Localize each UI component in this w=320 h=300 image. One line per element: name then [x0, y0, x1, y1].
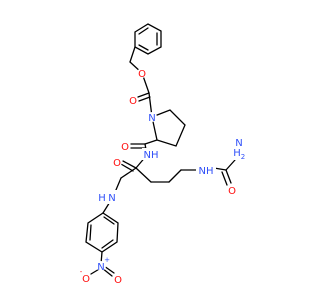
atom-nitro-o-left: O - [80, 268, 91, 285]
atom-mask [128, 95, 138, 105]
oxygen-label: O [228, 186, 236, 197]
atom-mask [96, 261, 106, 271]
atom-carbamate-o: O [128, 95, 138, 107]
atom-pro-n: N [147, 112, 157, 124]
bond-carbamate-co-1 [137, 92, 150, 98]
oxygen-label: O [114, 275, 122, 286]
charge-label: + [104, 256, 110, 264]
bond-urea-nh2 [225, 159, 236, 171]
structure-canvas: O O N O NH O H N NH [79, 23, 253, 286]
atom-nitro-n: N + [96, 256, 110, 273]
bond-carbonyl-alpha2 [120, 167, 137, 179]
nh-label: NH [144, 150, 159, 161]
oxygen-label: O [121, 142, 129, 153]
atom-mask [81, 273, 91, 283]
nitrophenyl-double-3 [89, 224, 92, 241]
atom-aryl-nh: H N [96, 190, 118, 204]
bond-alpha-carbonyl [144, 139, 158, 145]
h-label: H [98, 193, 106, 204]
nitrophenyl-double-2 [101, 239, 114, 249]
oxygen-label: O [129, 96, 137, 107]
h-label: H [233, 148, 241, 159]
atom-urea-nh: NH [196, 164, 216, 177]
bond-urea-co-1 [225, 169, 232, 184]
bond-ring-ch2 [129, 46, 136, 63]
oxygen-label: O [138, 69, 146, 80]
bond-amide2-co-2 [120, 163, 134, 172]
bond-chain-2 [168, 169, 182, 183]
atom-mask [137, 68, 147, 78]
atom-mask [227, 185, 237, 195]
atom-amide-o-mid: O [112, 157, 122, 169]
molecule-structure: O O N O NH O H N NH [79, 23, 253, 286]
benzyl-ring-double-1 [138, 27, 149, 35]
bond-layer [85, 23, 236, 277]
charge-label: - [80, 268, 83, 276]
bond-urea-co-2 [221, 171, 228, 186]
bond-carbonyl-chain [135, 167, 152, 183]
atom-mask [120, 141, 130, 151]
atom-mask [142, 148, 160, 160]
nitrogen-label: N [97, 262, 104, 273]
atom-mask [147, 112, 157, 122]
oxygen-label: O [82, 274, 90, 285]
atom-urea-o: O [227, 185, 237, 197]
nh-label: NH [199, 166, 214, 177]
atom-mask [112, 157, 122, 167]
benzyl-ring-double-3 [138, 44, 149, 51]
nitrophenyl-double-1 [103, 216, 115, 225]
nitrogen-label: N [108, 193, 115, 204]
atom-mask [196, 164, 216, 176]
nitrogen-label: N [235, 138, 242, 149]
atom-mask [96, 190, 118, 204]
atom-ester-o: O [137, 68, 147, 80]
bond-carbamate-co-2 [138, 96, 151, 102]
pyrrolidine-ring [151, 109, 186, 147]
oxygen-label: O [113, 158, 121, 169]
atom-mask [113, 274, 123, 284]
atom-amide-nh: NH [142, 148, 160, 161]
atom-nitro-o-right: O [113, 274, 123, 286]
atom-amide-o-top: O [120, 141, 130, 153]
nitrogen-label: N [148, 113, 155, 124]
atom-urea-nh2: H 2 N [231, 138, 253, 161]
bond-amide2-co-1 [122, 160, 137, 169]
atom-mask [231, 146, 253, 160]
subscript-label: 2 [241, 153, 245, 161]
atom-layer: O O N O NH O H N NH [80, 68, 253, 286]
